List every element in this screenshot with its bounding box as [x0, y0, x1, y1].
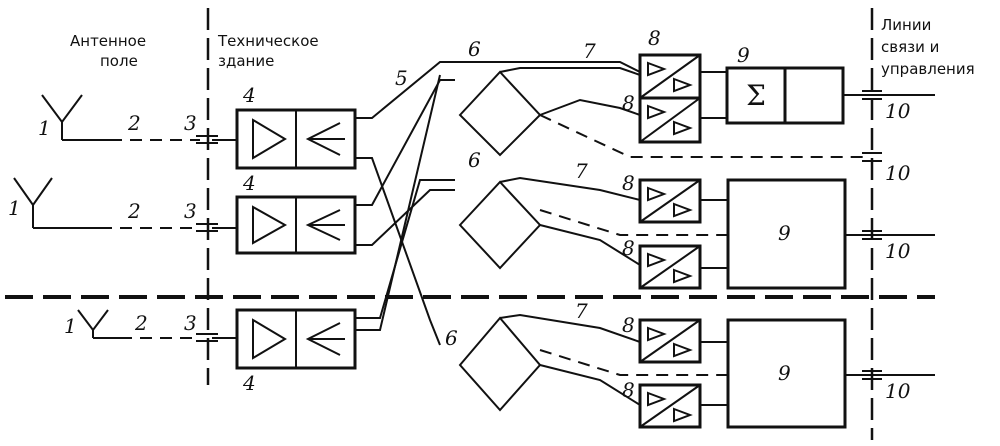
processing-block-9: [726, 178, 935, 290]
triangle-icon: [673, 77, 693, 93]
cable-crossconnect-5: [355, 61, 641, 346]
amplifier-block-4: [235, 308, 357, 370]
triangle-icon: [647, 61, 667, 77]
heading-comm-lines: Линии: [881, 16, 931, 34]
label-8: 8: [622, 171, 635, 195]
label-4: 4: [242, 83, 256, 107]
triangle-icon: [647, 252, 667, 268]
triangle-icon: [673, 268, 693, 284]
triangle-icon: [673, 202, 693, 218]
triangle-icon: [647, 186, 667, 202]
triangle-icon: [673, 342, 693, 358]
label-7: 7: [575, 159, 588, 183]
label-9: 9: [737, 43, 750, 67]
label-8: 8: [622, 313, 635, 337]
heading-technical-building-2: здание: [218, 52, 274, 70]
feedthrough-10: [862, 90, 882, 380]
label-2: 2: [134, 311, 148, 335]
heading-technical-building: Техническое: [217, 32, 319, 50]
hybrid-6: [458, 67, 870, 158]
triangle-icon: [647, 104, 667, 120]
label-10: 10: [885, 161, 911, 185]
label-8: 8: [622, 91, 635, 115]
hybrid-6: [458, 313, 728, 412]
label-10: 10: [885, 379, 911, 403]
label-8: 8: [622, 378, 635, 402]
processing-block-9: [726, 318, 935, 429]
heading-comm-lines-2: связи и: [881, 38, 939, 56]
label-1: 1: [64, 314, 77, 338]
label-2: 2: [127, 199, 141, 223]
triangle-icon: [673, 407, 693, 423]
label-10: 10: [885, 239, 911, 263]
links: [700, 71, 728, 406]
label-7: 7: [575, 299, 588, 323]
label-9: 9: [778, 221, 791, 245]
label-10: 10: [885, 99, 911, 123]
antenna-icon: [77, 309, 200, 339]
triangle-icon: [647, 326, 667, 342]
heading-antenna-field-2: поле: [100, 52, 138, 70]
summator-block-9: Σ: [725, 66, 935, 125]
feedthrough-3: [196, 135, 237, 342]
label-8: 8: [622, 236, 635, 260]
label-4: 4: [242, 371, 256, 395]
label-6: 6: [445, 326, 458, 350]
converter-block-8: [638, 53, 702, 429]
antenna-icon: [41, 94, 200, 141]
heading-antenna-field: Антенное: [70, 32, 146, 50]
antenna-icon: [13, 177, 200, 229]
label-2: 2: [127, 111, 141, 135]
label-3: 3: [184, 199, 197, 223]
label-8: 8: [648, 26, 661, 50]
label-6: 6: [468, 148, 481, 172]
label-6: 6: [468, 37, 481, 61]
label-4: 4: [242, 171, 256, 195]
heading-comm-lines-3: управления: [881, 60, 975, 78]
reference-numbers: 1 1 1 2 2 2 3 3 3 4 4 4 5 6 6 6 7 7 7 8 …: [8, 26, 911, 403]
amplifier-block-4: [235, 108, 357, 170]
label-9: 9: [778, 361, 791, 385]
label-1: 1: [38, 116, 51, 140]
hybrid-6: [458, 176, 728, 270]
label-3: 3: [184, 111, 197, 135]
label-7: 7: [583, 39, 596, 63]
triangle-icon: [673, 120, 693, 136]
sum-symbol: Σ: [746, 79, 766, 112]
amplifier-block-4: [235, 195, 357, 255]
label-1: 1: [8, 196, 21, 220]
triangle-icon: [647, 391, 667, 407]
label-3: 3: [184, 311, 197, 335]
label-5: 5: [395, 66, 408, 90]
